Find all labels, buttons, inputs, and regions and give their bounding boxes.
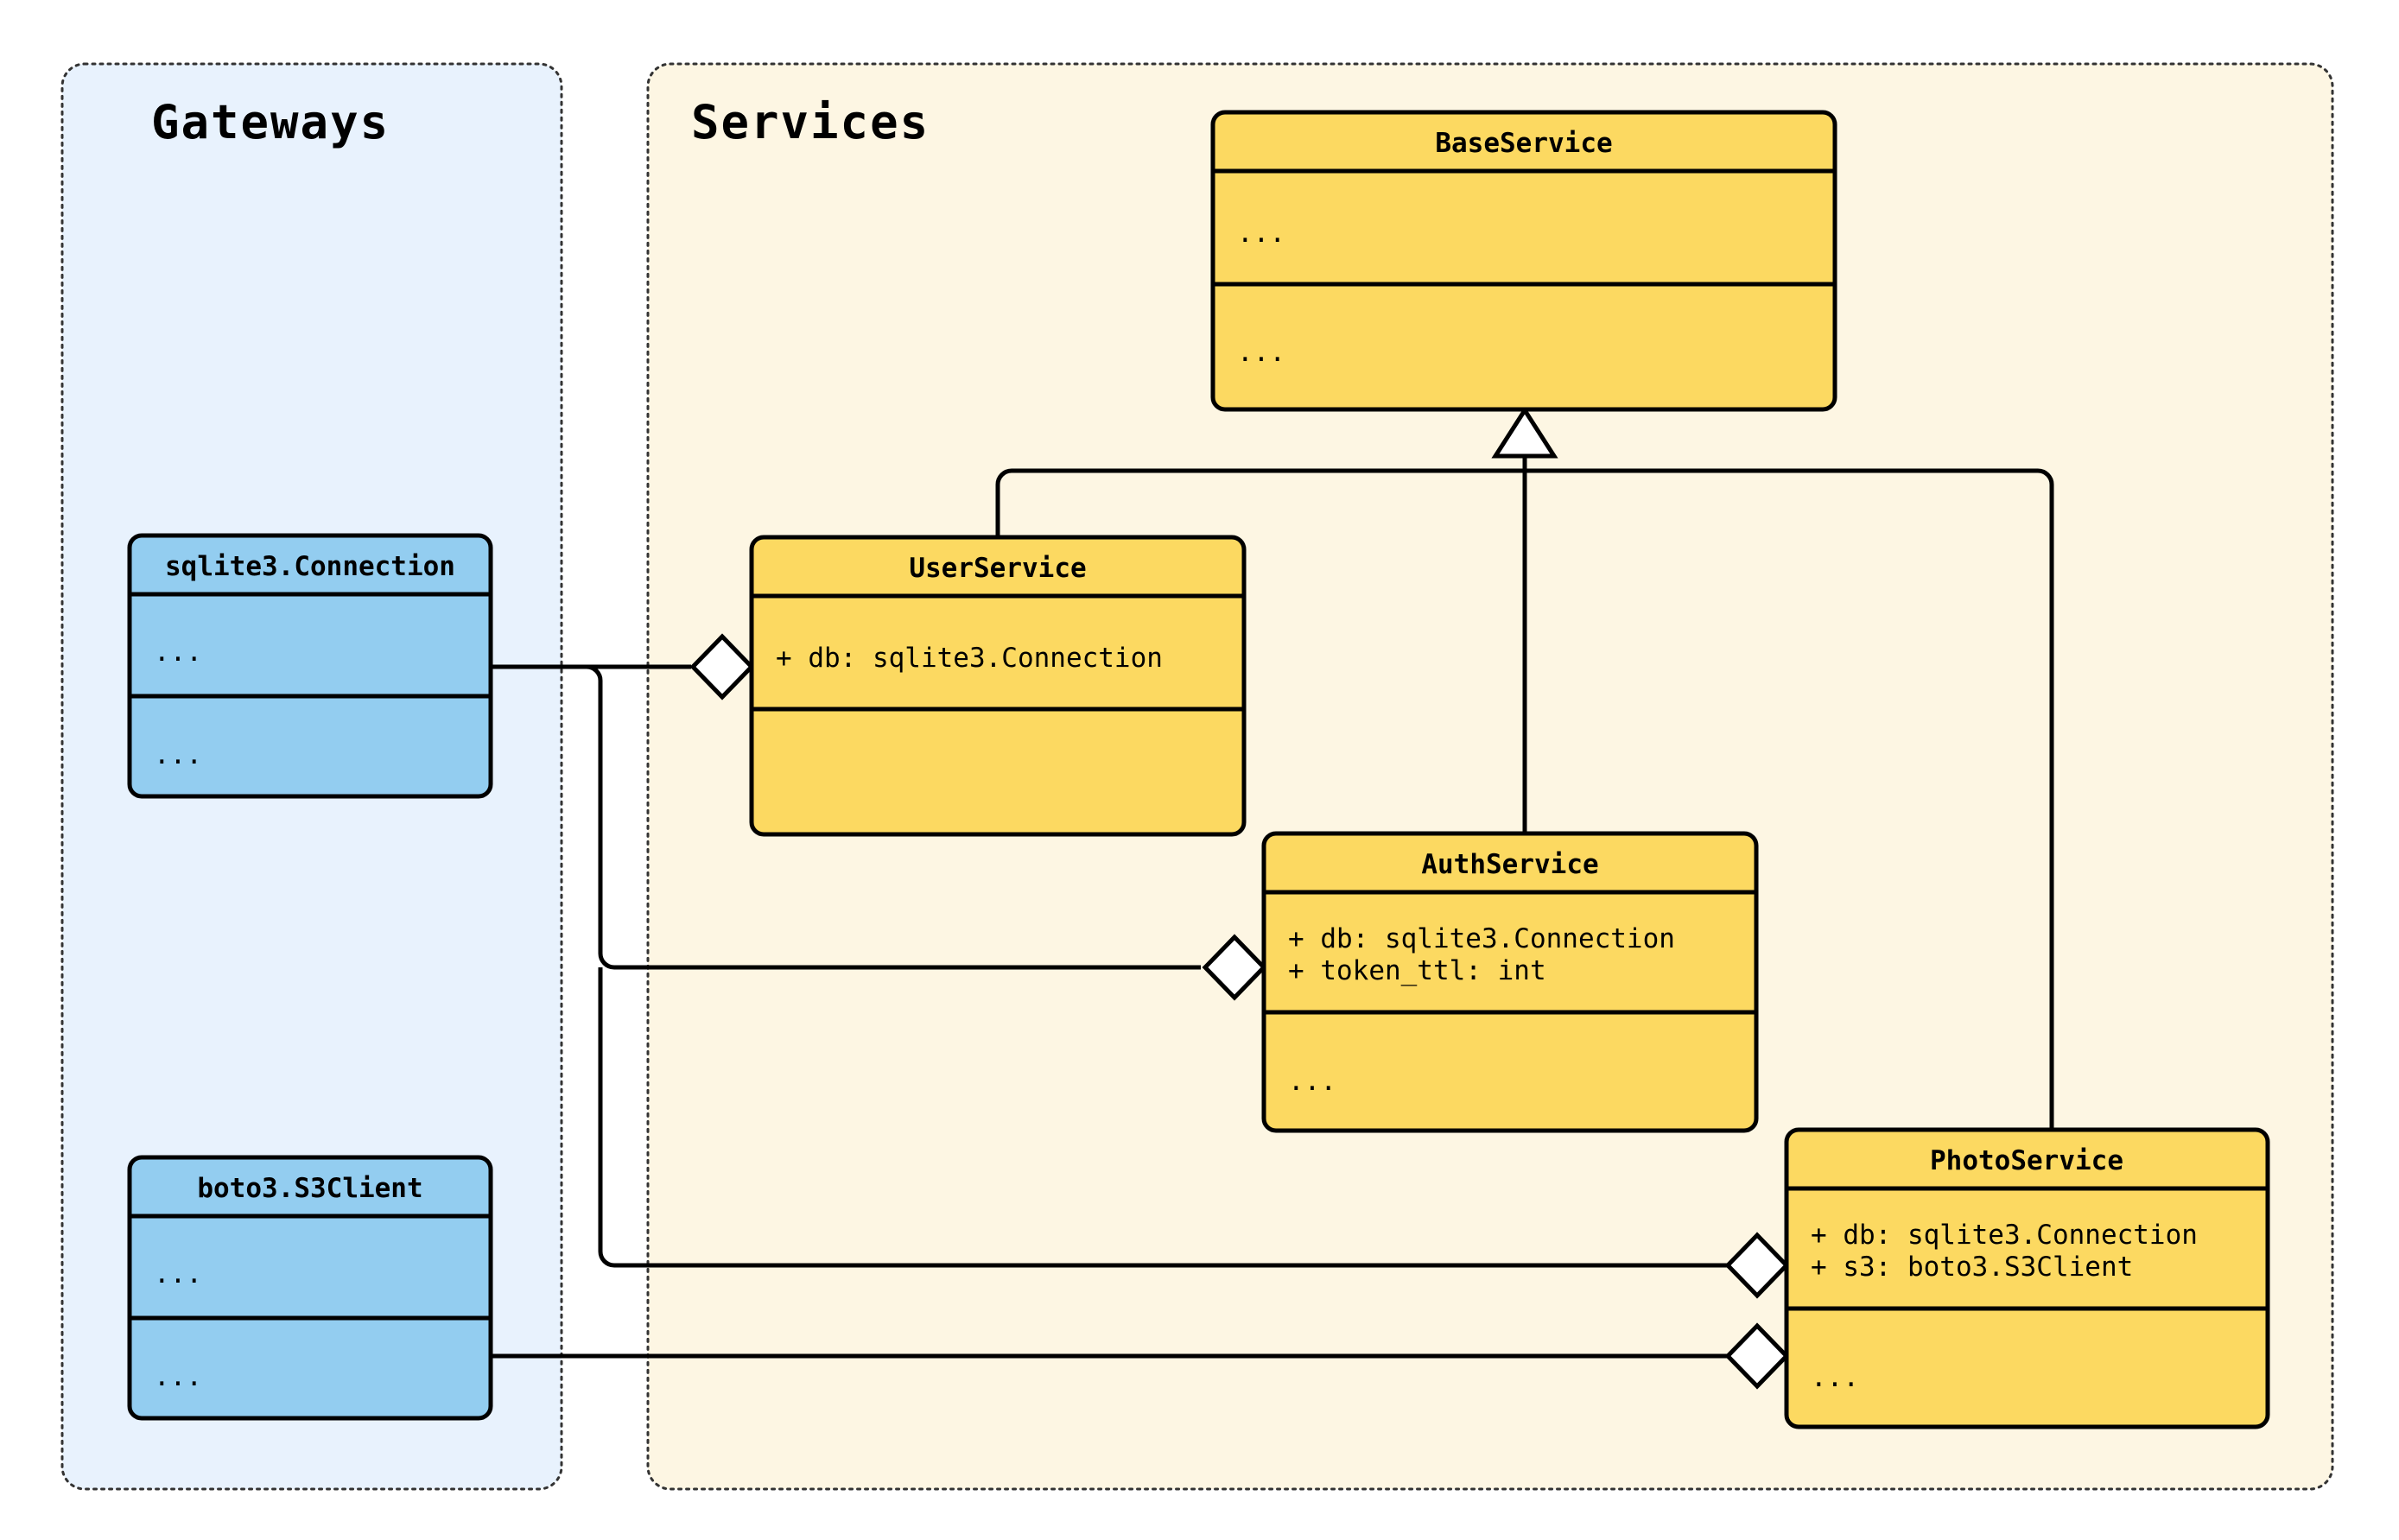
relation-aggregation-db <box>491 633 1790 1299</box>
hollow-diamond-icon-userservice <box>689 633 755 700</box>
class-box-sqlite3-connection[interactable]: sqlite3.Connection ... ... <box>127 533 493 799</box>
inheritance-branch-userservice <box>995 468 1525 540</box>
class-baseservice-method: ... <box>1237 337 1285 368</box>
class-boto3-s3client-method: ... <box>154 1361 202 1392</box>
relation-inheritance-tree <box>995 406 2054 1136</box>
class-photoservice-frame <box>1784 1127 2270 1429</box>
class-sqlite3-connection-name: sqlite3.Connection <box>165 551 455 582</box>
inheritance-branch-photoservice <box>1525 468 2054 1136</box>
agg-db-to-photoservice-line <box>598 967 1727 1268</box>
package-services-title: Services <box>691 95 930 149</box>
class-photoservice-attribute-0: + db: sqlite3.Connection <box>1811 1220 2198 1251</box>
package-gateways-title: Gateways <box>151 95 390 149</box>
class-baseservice-attribute: ... <box>1237 218 1285 249</box>
class-userservice-attribute: + db: sqlite3.Connection <box>776 643 1163 674</box>
class-box-userservice[interactable]: UserService + db: sqlite3.Connection <box>749 535 1247 837</box>
class-authservice-attribute-0: + db: sqlite3.Connection <box>1288 923 1675 954</box>
class-sqlite3-connection-frame <box>127 533 493 799</box>
class-baseservice-frame <box>1210 110 1837 412</box>
class-box-photoservice[interactable]: PhotoService + db: sqlite3.Connection + … <box>1784 1127 2270 1429</box>
hollow-diamond-icon-photoservice-db <box>1724 1232 1790 1299</box>
class-userservice-name: UserService <box>909 553 1086 584</box>
class-authservice-attribute-1: + token_ttl: int <box>1288 955 1546 986</box>
class-sqlite3-connection-attribute: ... <box>154 637 202 668</box>
hollow-diamond-icon-photoservice-s3 <box>1724 1322 1790 1390</box>
class-boto3-s3client-name: boto3.S3Client <box>197 1173 422 1204</box>
class-sqlite3-connection-method: ... <box>154 739 202 770</box>
class-photoservice-method: ... <box>1811 1362 1859 1393</box>
class-box-boto3-s3client[interactable]: boto3.S3Client ... ... <box>127 1155 493 1421</box>
class-box-baseservice[interactable]: BaseService ... ... <box>1210 110 1837 412</box>
hollow-triangle-icon <box>1491 406 1558 459</box>
class-baseservice-name: BaseService <box>1435 128 1612 159</box>
class-box-authservice[interactable]: AuthService + db: sqlite3.Connection + t… <box>1261 831 1759 1133</box>
class-boto3-s3client-attribute: ... <box>154 1258 202 1290</box>
class-boto3-s3client-frame <box>127 1155 493 1421</box>
agg-db-trunk <box>586 664 1201 970</box>
class-authservice-method: ... <box>1288 1066 1336 1097</box>
class-authservice-name: AuthService <box>1421 849 1598 880</box>
hollow-diamond-icon-authservice <box>1202 934 1267 1001</box>
class-authservice-frame <box>1261 831 1759 1133</box>
relation-aggregation-s3 <box>491 1322 1790 1390</box>
class-photoservice-name: PhotoService <box>1930 1145 2123 1176</box>
class-userservice-frame <box>749 535 1247 837</box>
class-photoservice-attribute-1: + s3: boto3.S3Client <box>1811 1252 2133 1283</box>
